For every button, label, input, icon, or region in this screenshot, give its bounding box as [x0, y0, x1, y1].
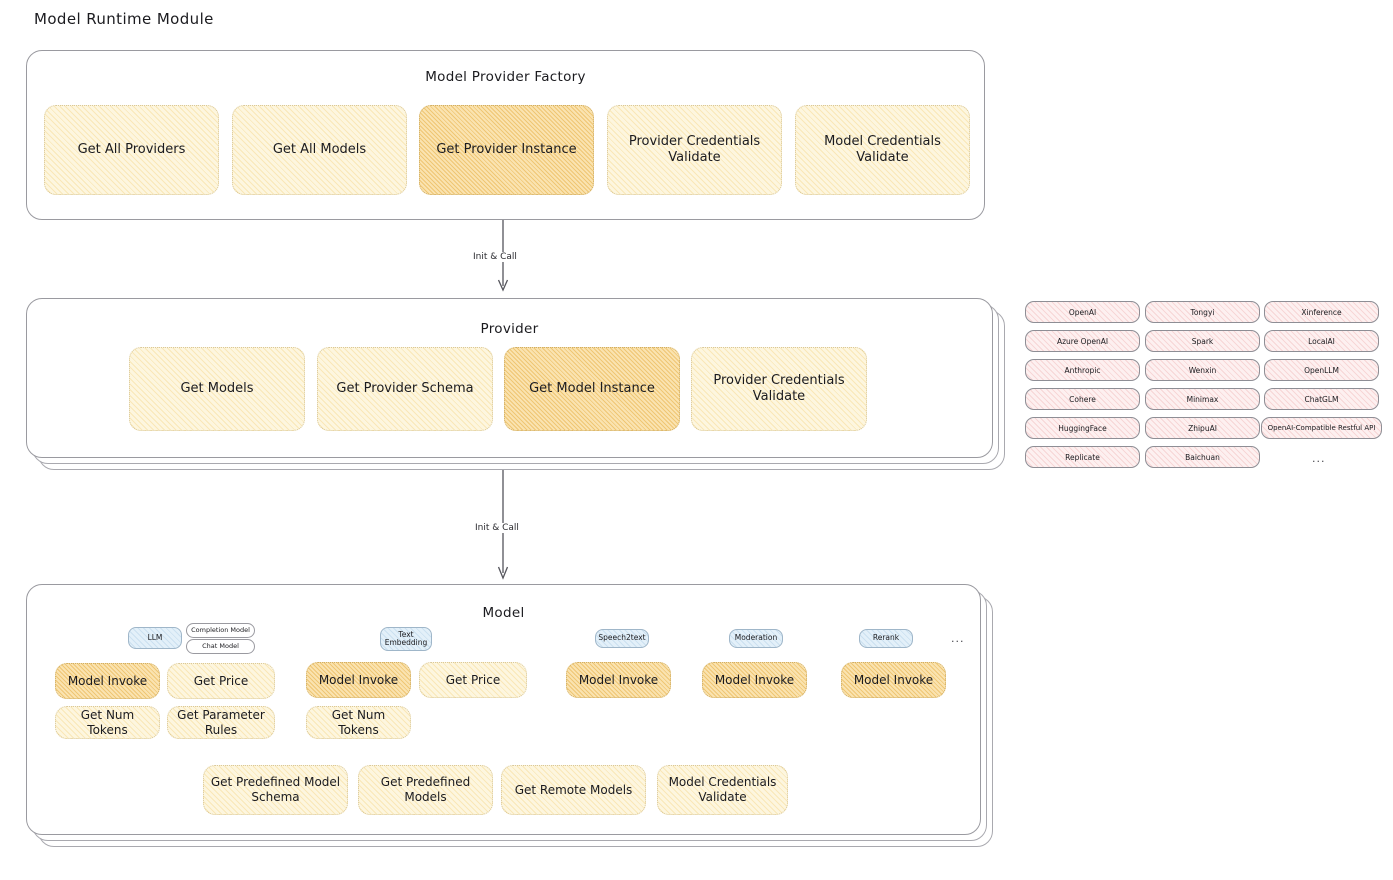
- model-type-badge-moderation[interactable]: Moderation: [729, 629, 783, 648]
- node-moderation-model-invoke[interactable]: Model Invoke: [702, 662, 807, 698]
- provider-chip-wenxin[interactable]: Wenxin: [1145, 359, 1260, 381]
- provider-chip-zhipuai[interactable]: ZhipuAI: [1145, 417, 1260, 439]
- node-llm-get-price[interactable]: Get Price: [167, 663, 275, 699]
- model-type-badge-rerank[interactable]: Rerank: [859, 629, 913, 648]
- model-subtype-badge-completion-model[interactable]: Completion Model: [186, 623, 255, 638]
- node-text-embedding-get-num-tokens[interactable]: Get Num Tokens: [306, 706, 411, 739]
- node-get-predefined-models[interactable]: Get Predefined Models: [358, 765, 493, 815]
- model-subtype-badge-chat-model[interactable]: Chat Model: [186, 639, 255, 654]
- provider-chip-cohere[interactable]: Cohere: [1025, 388, 1140, 410]
- provider-chip-azure-openai[interactable]: Azure OpenAI: [1025, 330, 1140, 352]
- node-provider-credentials-validate[interactable]: Provider Credentials Validate: [607, 105, 782, 195]
- provider-chip-tongyi[interactable]: Tongyi: [1145, 301, 1260, 323]
- node-llm-get-parameter-rules[interactable]: Get Parameter Rules: [167, 706, 275, 739]
- node-get-provider-schema[interactable]: Get Provider Schema: [317, 347, 493, 431]
- node-get-model-instance[interactable]: Get Model Instance: [504, 347, 680, 431]
- node-get-models[interactable]: Get Models: [129, 347, 305, 431]
- arrow-label-init-call-1: Init & Call: [469, 252, 521, 262]
- provider-chip-baichuan[interactable]: Baichuan: [1145, 446, 1260, 468]
- model-type-badge-speech2text[interactable]: Speech2text: [595, 629, 649, 648]
- node-model-credentials-validate-2[interactable]: Model Credentials Validate: [657, 765, 788, 815]
- node-get-provider-instance[interactable]: Get Provider Instance: [419, 105, 594, 195]
- node-rerank-model-invoke[interactable]: Model Invoke: [841, 662, 946, 698]
- node-llm-model-invoke[interactable]: Model Invoke: [55, 663, 160, 699]
- arrow-provider-to-model: [497, 470, 509, 580]
- node-get-predefined-model-schema[interactable]: Get Predefined Model Schema: [203, 765, 348, 815]
- model-types-more: ...: [951, 632, 965, 645]
- provider-chip-chatglm[interactable]: ChatGLM: [1264, 388, 1379, 410]
- node-speech2text-model-invoke[interactable]: Model Invoke: [566, 662, 671, 698]
- provider-chip-openai[interactable]: OpenAI: [1025, 301, 1140, 323]
- provider-list-more: ...: [1312, 452, 1326, 465]
- provider-chip-minimax[interactable]: Minimax: [1145, 388, 1260, 410]
- provider-chip-xinference[interactable]: Xinference: [1264, 301, 1379, 323]
- node-llm-get-num-tokens[interactable]: Get Num Tokens: [55, 706, 160, 739]
- node-get-all-models[interactable]: Get All Models: [232, 105, 407, 195]
- provider-chip-huggingface[interactable]: HuggingFace: [1025, 417, 1140, 439]
- node-provider-credentials-validate-2[interactable]: Provider Credentials Validate: [691, 347, 867, 431]
- provider-chip-openai-compatible[interactable]: OpenAI-Compatible Restful API: [1261, 417, 1382, 439]
- provider-chip-anthropic[interactable]: Anthropic: [1025, 359, 1140, 381]
- arrow-label-init-call-2: Init & Call: [471, 523, 523, 533]
- node-text-embedding-get-price[interactable]: Get Price: [419, 662, 527, 698]
- node-get-all-providers[interactable]: Get All Providers: [44, 105, 219, 195]
- node-model-credentials-validate[interactable]: Model Credentials Validate: [795, 105, 970, 195]
- model-type-badge-text-embedding[interactable]: Text Embedding: [380, 627, 432, 651]
- provider-chip-openllm[interactable]: OpenLLM: [1264, 359, 1379, 381]
- page-title: Model Runtime Module: [34, 10, 214, 28]
- node-get-remote-models[interactable]: Get Remote Models: [501, 765, 646, 815]
- model-type-badge-llm[interactable]: LLM: [128, 627, 182, 649]
- model-provider-factory-title: Model Provider Factory: [425, 69, 586, 85]
- provider-chip-spark[interactable]: Spark: [1145, 330, 1260, 352]
- provider-chip-replicate[interactable]: Replicate: [1025, 446, 1140, 468]
- node-text-embedding-model-invoke[interactable]: Model Invoke: [306, 662, 411, 698]
- model-title: Model: [482, 605, 525, 621]
- provider-title: Provider: [480, 321, 539, 337]
- provider-chip-localai[interactable]: LocalAI: [1264, 330, 1379, 352]
